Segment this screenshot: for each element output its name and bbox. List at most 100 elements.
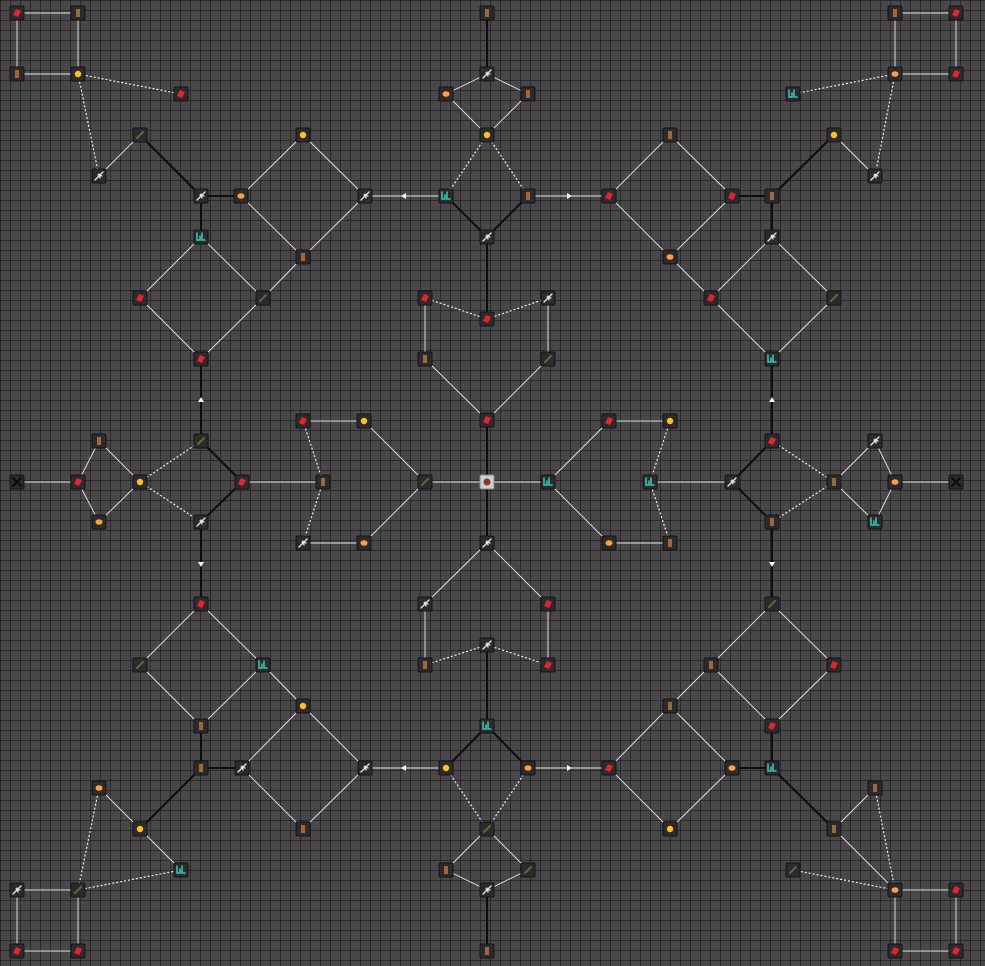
skill-node-b4[interactable] [520, 86, 536, 102]
skill-node-h10[interactable] [867, 780, 883, 796]
skill-node-b3[interactable] [438, 86, 454, 102]
skill-node-b14[interactable] [479, 412, 495, 428]
skill-node-g10[interactable] [479, 821, 495, 837]
skill-node-l2[interactable] [70, 474, 86, 490]
skill-node-f5[interactable] [193, 760, 209, 776]
skill-node-a8[interactable] [193, 188, 209, 204]
skill-node-b5[interactable] [479, 127, 495, 143]
skill-node-h3[interactable] [826, 657, 842, 673]
skill-node-g5[interactable] [417, 657, 433, 673]
skill-node-h2[interactable] [703, 657, 719, 673]
skill-node-e12[interactable] [662, 249, 678, 265]
skill-node-m7[interactable] [724, 474, 740, 490]
skill-node-h16[interactable] [948, 943, 964, 959]
skill-node-a15[interactable] [255, 290, 271, 306]
skill-node-l7[interactable] [193, 514, 209, 530]
skill-node-l4[interactable] [91, 514, 107, 530]
skill-node-a13[interactable] [193, 229, 209, 245]
skill-node-l11[interactable] [315, 474, 331, 490]
skill-node-g6[interactable] [540, 657, 556, 673]
skill-node-m3[interactable] [662, 413, 678, 429]
skill-node-h11[interactable] [826, 821, 842, 837]
skill-node-f11[interactable] [132, 821, 148, 837]
skill-node-e15[interactable] [826, 290, 842, 306]
skill-node-g14[interactable] [479, 943, 495, 959]
skill-node-m1[interactable] [540, 474, 556, 490]
start-node[interactable] [479, 474, 495, 490]
skill-node-e10[interactable] [662, 127, 678, 143]
skill-node-b6[interactable] [438, 188, 454, 204]
skill-node-b12[interactable] [417, 351, 433, 367]
skill-node-g7[interactable] [479, 718, 495, 734]
skill-node-e2[interactable] [948, 5, 964, 21]
skill-node-f16[interactable] [70, 943, 86, 959]
skill-node-e7[interactable] [867, 168, 883, 184]
skill-node-m14[interactable] [948, 474, 964, 490]
skill-node-a2[interactable] [70, 5, 86, 21]
skill-node-m13[interactable] [887, 474, 903, 490]
skill-node-e1[interactable] [887, 5, 903, 21]
skill-node-b2[interactable] [479, 66, 495, 82]
skill-node-m4[interactable] [642, 474, 658, 490]
skill-node-f9[interactable] [295, 821, 311, 837]
skill-node-a7[interactable] [91, 168, 107, 184]
skill-node-l8[interactable] [234, 474, 250, 490]
skill-node-e3[interactable] [887, 66, 903, 82]
skill-node-e5[interactable] [785, 86, 801, 102]
skill-node-g9[interactable] [520, 760, 536, 776]
skill-node-h6[interactable] [601, 760, 617, 776]
skill-node-h8[interactable] [764, 760, 780, 776]
skill-node-l10[interactable] [356, 413, 372, 429]
skill-node-b1[interactable] [479, 5, 495, 21]
skill-node-g8[interactable] [438, 760, 454, 776]
skill-node-a11[interactable] [357, 188, 373, 204]
skill-node-l3[interactable] [91, 433, 107, 449]
skill-node-a4[interactable] [70, 66, 86, 82]
skill-node-l6[interactable] [193, 433, 209, 449]
skill-node-e13[interactable] [764, 229, 780, 245]
skill-node-l5[interactable] [132, 474, 148, 490]
skill-node-g3[interactable] [540, 596, 556, 612]
skill-node-a6[interactable] [132, 127, 148, 143]
skill-node-g12[interactable] [520, 862, 536, 878]
skill-node-g4[interactable] [479, 637, 495, 653]
skill-node-h12[interactable] [785, 862, 801, 878]
skill-node-e8[interactable] [764, 188, 780, 204]
skill-node-a12[interactable] [295, 249, 311, 265]
skill-node-h9[interactable] [662, 821, 678, 837]
skill-node-f15[interactable] [9, 943, 25, 959]
skill-node-h4[interactable] [662, 698, 678, 714]
skill-node-a14[interactable] [132, 290, 148, 306]
skill-node-e4[interactable] [948, 66, 964, 82]
skill-node-e6[interactable] [826, 127, 842, 143]
skill-node-a16[interactable] [193, 351, 209, 367]
skill-node-b13[interactable] [540, 351, 556, 367]
skill-node-f6[interactable] [234, 760, 250, 776]
skill-node-f10[interactable] [91, 780, 107, 796]
skill-node-e14[interactable] [703, 290, 719, 306]
skill-node-f8[interactable] [357, 760, 373, 776]
skill-node-a9[interactable] [233, 188, 249, 204]
skill-node-h1[interactable] [764, 596, 780, 612]
skill-node-f13[interactable] [9, 882, 25, 898]
skill-node-l12[interactable] [295, 535, 311, 551]
skill-node-a3[interactable] [9, 66, 25, 82]
skill-node-e11[interactable] [601, 188, 617, 204]
skill-node-m5[interactable] [601, 535, 617, 551]
skill-node-g1[interactable] [479, 535, 495, 551]
skill-node-b9[interactable] [417, 290, 433, 306]
skill-node-b11[interactable] [479, 311, 495, 327]
skill-node-m10[interactable] [826, 474, 842, 490]
skill-node-a10[interactable] [295, 127, 311, 143]
skill-node-h14[interactable] [948, 882, 964, 898]
skill-node-g11[interactable] [438, 862, 454, 878]
skill-node-f14[interactable] [70, 882, 86, 898]
skill-node-e16[interactable] [764, 351, 780, 367]
skill-node-a5[interactable] [173, 86, 189, 102]
skill-node-b7[interactable] [520, 188, 536, 204]
skill-node-l1[interactable] [9, 474, 25, 490]
skill-node-f4[interactable] [193, 718, 209, 734]
skill-node-f2[interactable] [132, 657, 148, 673]
skill-node-m2[interactable] [601, 413, 617, 429]
skill-node-l13[interactable] [356, 535, 372, 551]
